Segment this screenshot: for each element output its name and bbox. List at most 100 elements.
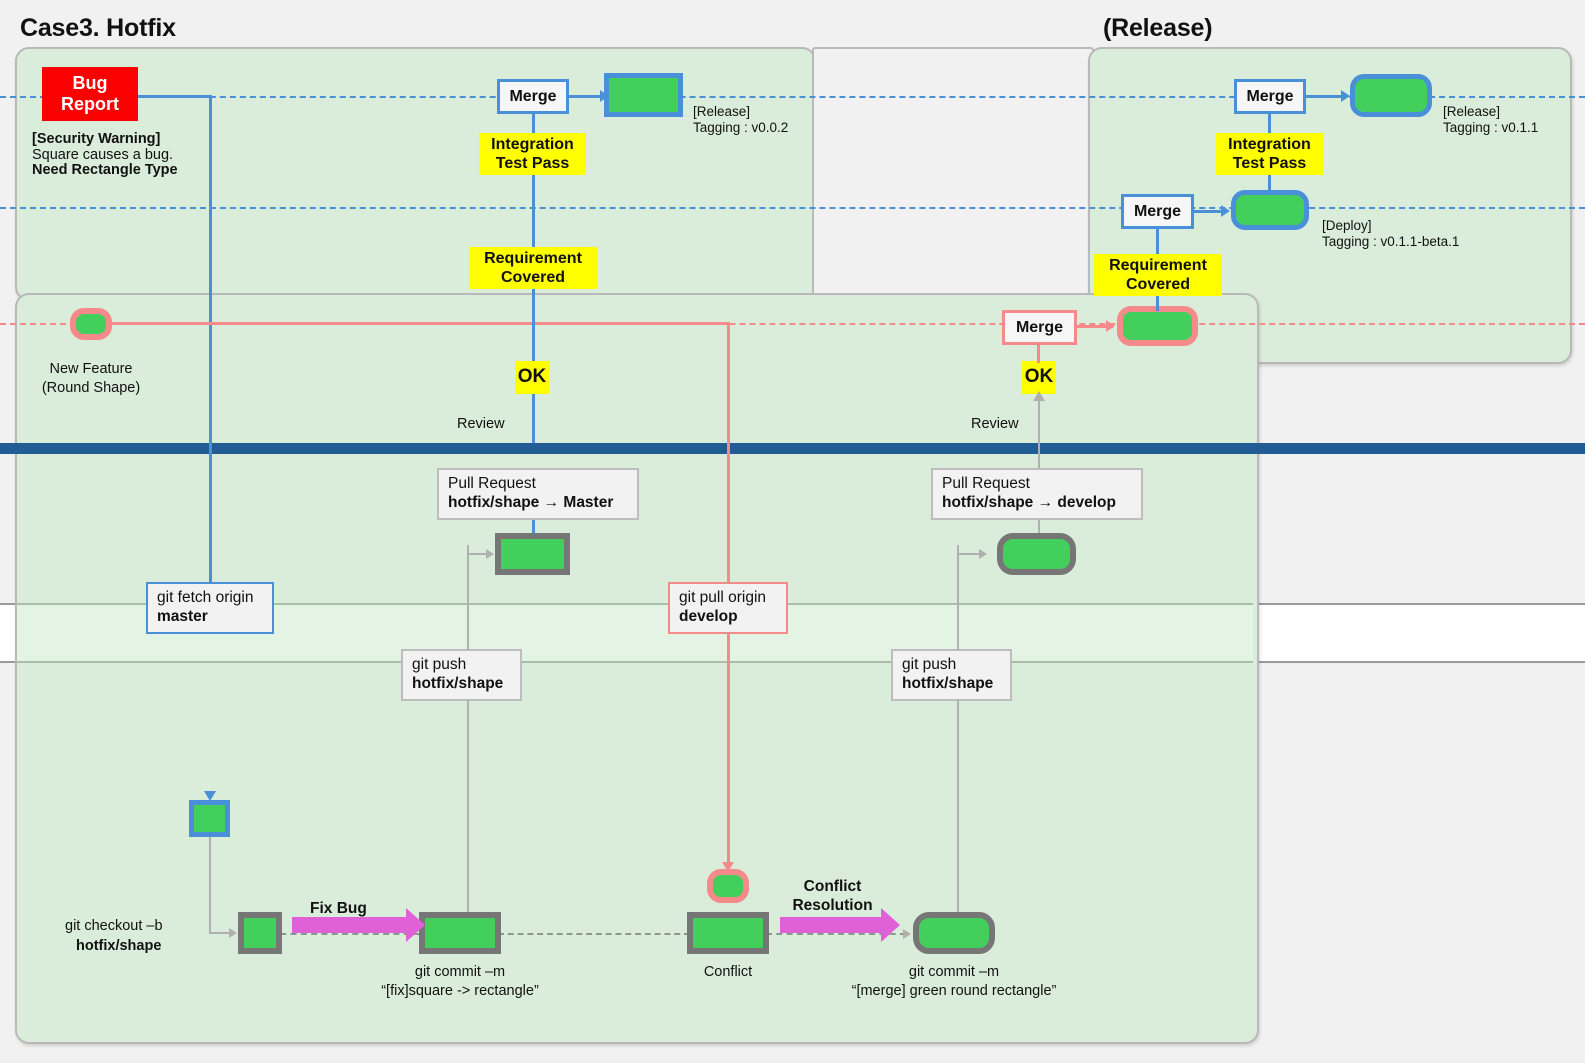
integration-label-2: Test Pass — [495, 155, 570, 172]
security-warning-title: [Security Warning] — [32, 131, 161, 147]
release-merge-mid-box[interactable]: Merge — [1121, 194, 1194, 229]
requirement-covered-sticky-master: Requirement Covered — [469, 247, 597, 289]
pull-request-master-line2: hotfix/shape → Master — [448, 494, 614, 511]
release-tag-1: [Release] — [1443, 104, 1501, 119]
bug-to-fetch-vline — [209, 95, 212, 582]
git-push-master-vline — [467, 545, 469, 650]
pull-request-develop-line2: hotfix/shape → develop — [942, 494, 1116, 511]
develop-merge-commit-node — [1117, 306, 1198, 346]
git-push-master-line1: git push — [412, 656, 467, 674]
pull-request-master-box[interactable]: Pull Request hotfix/shape → Master — [437, 468, 639, 520]
git-push-master-line2: hotfix/shape — [412, 675, 504, 692]
merge-to-develop-box[interactable]: Merge — [1002, 310, 1077, 345]
develop-review-arrowhead — [1033, 391, 1045, 401]
commit-chain-dash-3 — [766, 933, 906, 935]
ok-sticky-master: OK — [515, 361, 549, 394]
commit-chain-dash-2 — [498, 933, 690, 935]
develop-pr-commit-node — [997, 533, 1076, 575]
git-push-develop-arrowhead — [979, 549, 987, 559]
checkout-vline — [209, 837, 211, 933]
release-merge-top-arrow-line — [1306, 95, 1346, 98]
lane-divider-inner-2 — [17, 661, 1253, 663]
release-commit-node — [1350, 74, 1432, 117]
develop-down-arrow — [722, 862, 734, 872]
fix-bug-arrow-label: Fix Bug — [310, 900, 367, 917]
merge-to-master-box[interactable]: Merge — [497, 79, 569, 114]
pull-request-develop-box[interactable]: Pull Request hotfix/shape → develop — [931, 468, 1143, 520]
integration-test-pass-sticky-master: Integration Test Pass — [479, 133, 586, 175]
commit2-label-2: “[merge] green round rectangle” — [851, 983, 1057, 999]
new-feature-label-2: (Round Shape) — [41, 380, 141, 396]
master-lane-bar — [0, 443, 1585, 454]
master-release-tag-1: [Release] — [693, 104, 751, 119]
merge-to-master-label: Merge — [509, 87, 557, 105]
git-push-develop-hline — [957, 553, 982, 555]
lane-divider-inner-1 — [17, 603, 1253, 605]
master-release-tag-2: Tagging : v0.0.2 — [693, 120, 789, 135]
hotfix-branch-start-node — [238, 912, 282, 954]
git-push-develop-tail — [957, 700, 959, 920]
release-deploy-node — [1231, 190, 1309, 230]
release-tag-2: Tagging : v0.1.1 — [1443, 120, 1539, 135]
develop-pr-vline — [1038, 520, 1040, 537]
merge-develop-stem — [1037, 345, 1040, 363]
release-merge-mid-arrow-line — [1194, 210, 1226, 213]
git-fetch-origin-box[interactable]: git fetch origin master — [146, 582, 274, 634]
bug-report-line1: Bug — [72, 73, 108, 94]
git-push-master-box[interactable]: git push hotfix/shape — [401, 649, 522, 701]
checkout-arrowhead — [229, 928, 237, 938]
spacer-panel — [812, 47, 1094, 301]
checkout-hline — [209, 932, 232, 934]
merge-develop-arrowhead — [1106, 320, 1115, 332]
release-merge-top-box[interactable]: Merge — [1234, 79, 1306, 114]
integration-label-1: Integration — [491, 135, 574, 153]
fix-commit-node — [419, 912, 501, 954]
local-master-node — [189, 800, 230, 837]
commit-chain-arrowhead — [903, 929, 911, 939]
merge-to-develop-label: Merge — [1015, 318, 1064, 336]
requirement-label-1: Requirement — [484, 249, 582, 267]
git-push-master-tail — [467, 700, 469, 920]
ok-sticky-develop: OK — [1022, 361, 1056, 394]
conflict-arrow-label-1: Conflict — [803, 878, 862, 895]
git-pull-line1: git pull origin — [679, 589, 767, 607]
requirement-covered-sticky-release: Requirement Covered — [1094, 254, 1222, 296]
fix-bug-arrow — [292, 908, 425, 942]
merge-commit-node — [913, 912, 995, 954]
git-pull-origin-box[interactable]: git pull origin develop — [668, 582, 788, 634]
pull-request-master-line1: Pull Request — [448, 475, 536, 493]
git-push-develop-line2: hotfix/shape — [902, 675, 994, 692]
release-requirement-label-1: Requirement — [1109, 256, 1207, 274]
master-release-commit-node — [604, 73, 683, 117]
release-merge-top-arrowhead — [1341, 90, 1350, 102]
release-merge-top-label: Merge — [1246, 87, 1294, 105]
git-checkout-line1: git checkout –b — [65, 918, 163, 934]
integration-test-pass-sticky-release: Integration Test Pass — [1216, 133, 1323, 175]
release-merge-mid-arrowhead — [1221, 205, 1230, 217]
deploy-tag-1: [Deploy] — [1322, 218, 1372, 233]
release-merge-mid-label: Merge — [1133, 202, 1182, 220]
git-push-develop-line1: git push — [902, 656, 957, 674]
git-push-develop-box[interactable]: git push hotfix/shape — [891, 649, 1012, 701]
ok-label-master: OK — [517, 366, 547, 388]
requirement-label-2: Covered — [500, 269, 566, 286]
conflict-node — [687, 912, 769, 954]
git-fetch-line1: git fetch origin — [157, 589, 254, 607]
develop-branch-guide — [0, 323, 1585, 325]
deploy-tag-2: Tagging : v0.1.1-beta.1 — [1322, 234, 1460, 249]
conflict-node-label: Conflict — [703, 964, 753, 980]
develop-review-vline — [1038, 400, 1040, 468]
release-integration-label-1: Integration — [1228, 135, 1311, 153]
master-branch-guide — [0, 96, 1585, 98]
review-label-develop: Review — [971, 416, 1019, 432]
git-push-develop-vline — [957, 545, 959, 650]
develop-pull-node — [707, 869, 749, 903]
review-label-master: Review — [457, 416, 505, 432]
pull-request-develop-line1: Pull Request — [942, 475, 1030, 493]
conflict-resolution-arrowhead — [881, 908, 900, 942]
new-feature-label-1: New Feature — [49, 361, 133, 377]
git-checkout-line2: hotfix/shape — [76, 938, 162, 954]
develop-solid-line — [110, 322, 728, 325]
commit-chain-dash-1 — [270, 933, 420, 935]
page-title-right: (Release) — [1103, 14, 1213, 42]
